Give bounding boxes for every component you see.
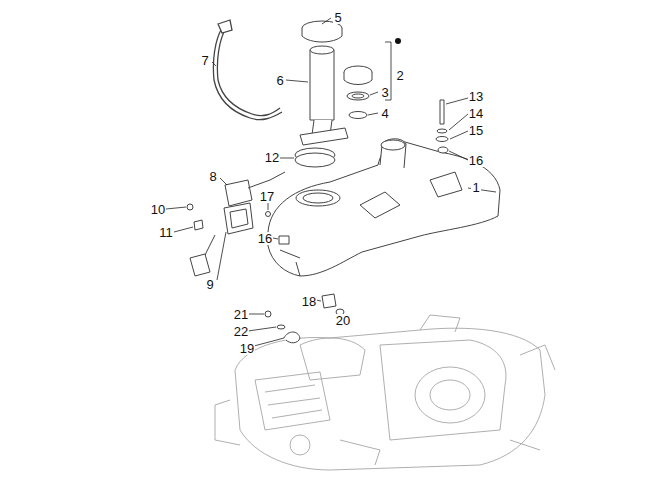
callout-number: 15: [468, 124, 484, 137]
callout-number: 3: [380, 86, 389, 99]
callout-number: 10: [150, 203, 166, 216]
callout-number: 1: [471, 181, 480, 194]
tank-parts: [187, 21, 500, 343]
callout-number: 12: [264, 151, 280, 164]
callout-number: 19: [239, 342, 255, 355]
leader-lines: [166, 18, 496, 346]
engine-drawing: [215, 315, 555, 470]
callout-number: 2: [395, 69, 404, 82]
callout-number: 16: [468, 154, 484, 167]
callout-number: 17: [259, 190, 275, 203]
callout-number: 18: [301, 295, 317, 308]
callout-number: 20: [335, 314, 351, 327]
callout-number: 4: [380, 107, 389, 120]
callout-number: 8: [208, 170, 217, 183]
callout-number: 7: [200, 54, 209, 67]
callout-number: 5: [333, 11, 342, 24]
callout-number: 14: [468, 107, 484, 120]
callout-number: 13: [468, 90, 484, 103]
bracket-dot: [395, 38, 401, 44]
callout-number: 6: [275, 74, 284, 87]
callout-number: 16: [257, 232, 273, 245]
callout-number: 9: [205, 278, 214, 291]
callout-number: 22: [233, 325, 249, 338]
hose-7: [213, 20, 282, 120]
callout-number: 11: [158, 226, 174, 239]
callout-number: 21: [233, 308, 249, 321]
